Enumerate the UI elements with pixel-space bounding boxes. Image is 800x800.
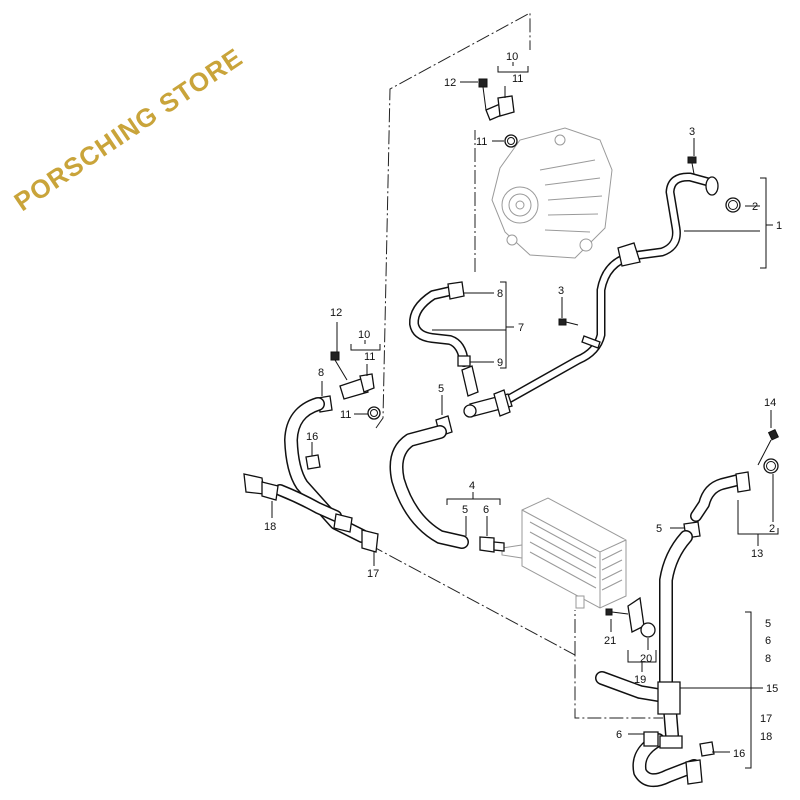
coolant-hose-right-upper: [683, 429, 779, 539]
callout-14: 14: [764, 397, 776, 409]
oil-cooler: [501, 497, 627, 609]
callout-8: 8: [318, 367, 324, 379]
coolant-hose-7: [408, 281, 471, 367]
callout-18: 18: [264, 521, 276, 533]
callout-18: 18: [760, 731, 772, 743]
reference-lines: [369, 12, 663, 719]
callout-3: 3: [558, 285, 564, 297]
callout-5: 5: [765, 618, 771, 630]
connector-top: [478, 78, 518, 148]
callout-11: 11: [476, 136, 487, 148]
callout-21: 21: [604, 635, 616, 647]
callout-15: 15: [766, 683, 778, 695]
callout-19: 19: [634, 674, 646, 686]
callout-16: 16: [733, 748, 745, 760]
callout-11: 11: [512, 73, 523, 85]
callout-5: 5: [656, 523, 662, 535]
callout-5: 5: [438, 383, 444, 395]
leader-lines: [271, 62, 779, 769]
callout-6: 6: [765, 635, 771, 647]
alternator: [491, 127, 613, 259]
coolant-hose-15: [595, 530, 715, 788]
callout-17: 17: [760, 713, 772, 725]
callout-16: 16: [306, 431, 318, 443]
callout-7: 7: [518, 322, 524, 334]
callout-3: 3: [689, 126, 695, 138]
coolant-hose-4: [389, 425, 505, 553]
bolt-3-upper: [687, 156, 697, 175]
callout-labels: 1 2 3 3 8 7 9 10 11 12 11 12 10 11 8 11 …: [264, 51, 782, 760]
callout-17: 17: [367, 568, 379, 580]
callout-10: 10: [358, 329, 370, 341]
callout-6: 6: [616, 729, 622, 741]
coolant-pipe-1: [495, 172, 741, 409]
callout-4: 4: [469, 480, 475, 492]
callout-5: 5: [462, 504, 468, 516]
callout-11: 11: [340, 409, 351, 421]
callout-2: 2: [769, 523, 775, 535]
callout-2: 2: [752, 201, 758, 213]
callout-20: 20: [640, 653, 652, 665]
callout-8: 8: [765, 653, 771, 665]
callout-6: 6: [483, 504, 489, 516]
callout-12: 12: [330, 307, 342, 319]
callout-1: 1: [776, 220, 782, 232]
callout-13: 13: [751, 548, 763, 560]
bolt-3-lower: [558, 318, 579, 326]
connector-center: [435, 365, 513, 437]
callout-9: 9: [497, 357, 503, 369]
store-watermark: PORSCHING STORE: [9, 42, 249, 217]
callout-12: 12: [444, 77, 456, 89]
coolant-hose-left: [243, 397, 379, 553]
callout-11: 11: [364, 351, 375, 363]
callout-10: 10: [506, 51, 518, 63]
bracket-19: [605, 596, 656, 638]
callout-8: 8: [497, 288, 503, 300]
